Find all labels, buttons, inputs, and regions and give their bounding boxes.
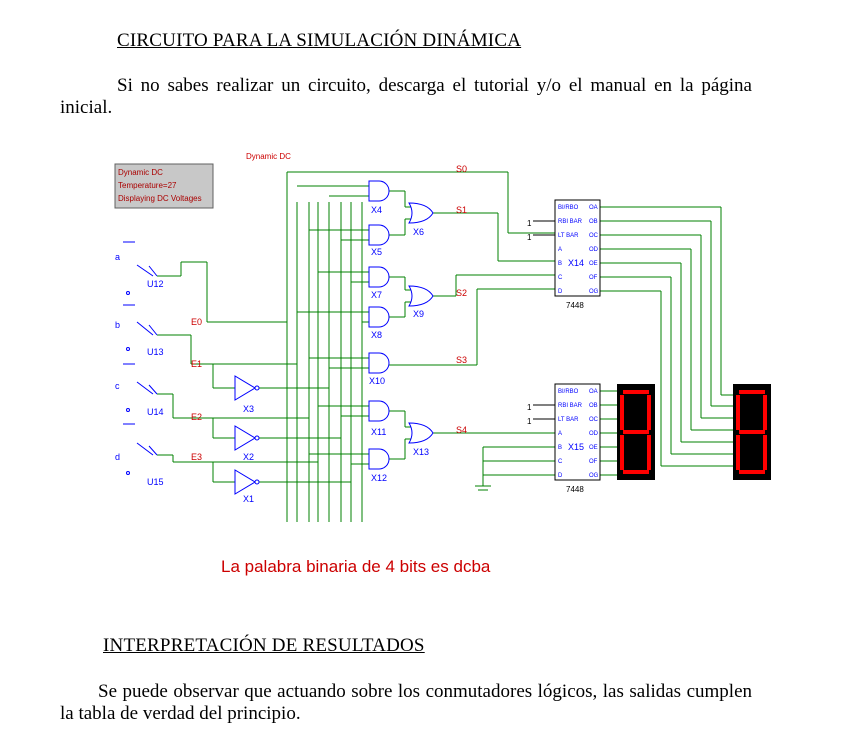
and-label-x8: X8 [371, 330, 382, 340]
intro-paragraph: Si no sabes realizar un circuito, descar… [60, 75, 752, 118]
decoder-x15: BI/RBO RBI BAR LT BAR A B C D OA OB OC O… [554, 383, 601, 494]
inverter-label-x1: X1 [243, 494, 254, 504]
net-label-s1: S1 [456, 205, 467, 215]
svg-text:OG: OG [589, 289, 599, 295]
and-label-x10: X10 [369, 376, 385, 386]
switch-label-u14: U14 [147, 407, 164, 417]
decoder-ref-x15: X15 [568, 442, 584, 452]
svg-text:RBI BAR: RBI BAR [558, 219, 583, 225]
svg-text:1: 1 [527, 219, 532, 228]
and-label-x7: X7 [371, 290, 382, 300]
net-label-s4: S4 [456, 425, 467, 435]
svg-text:OB: OB [589, 403, 598, 409]
switches [123, 241, 158, 475]
decoder-part-2: 7448 [566, 485, 584, 494]
seven-segment-display-2 [733, 384, 771, 480]
svg-text:OC: OC [589, 417, 599, 423]
switch-letter-b: b [115, 320, 120, 330]
svg-text:OB: OB [589, 219, 598, 225]
svg-text:OC: OC [589, 233, 599, 239]
info-line-2: Temperature=27 [118, 181, 177, 190]
svg-text:A: A [558, 247, 562, 253]
svg-text:OA: OA [589, 389, 598, 395]
svg-text:OD: OD [589, 431, 599, 437]
svg-text:C: C [558, 275, 563, 281]
svg-text:1: 1 [527, 403, 532, 412]
inverters [234, 375, 260, 495]
and-label-x5: X5 [371, 247, 382, 257]
circuit-schematic: Dynamic DC Temperature=27 Displaying DC … [114, 152, 771, 576]
decoder-ref-x14: X14 [568, 258, 584, 268]
switch-letter-a: a [115, 252, 120, 262]
or-gates [408, 202, 434, 444]
switch-label-u12: U12 [147, 279, 164, 289]
svg-text:RBI BAR: RBI BAR [558, 403, 583, 409]
net-label-e2: E2 [191, 412, 202, 422]
svg-text:LT BAR: LT BAR [558, 417, 579, 423]
and-gates [368, 180, 390, 470]
svg-text:1: 1 [527, 417, 532, 426]
svg-text:OF: OF [589, 275, 598, 281]
or-label-x6: X6 [413, 227, 424, 237]
svg-text:B: B [558, 261, 562, 267]
svg-text:D: D [558, 473, 563, 479]
net-label-e1: E1 [191, 359, 202, 369]
svg-text:D: D [558, 289, 563, 295]
and-label-x12: X12 [371, 473, 387, 483]
or-label-x13: X13 [413, 447, 429, 457]
svg-text:OF: OF [589, 459, 598, 465]
circuit-figure: Dynamic DC Temperature=27 Displaying DC … [113, 142, 781, 597]
switch-letter-c: c [115, 381, 120, 391]
svg-text:OG: OG [589, 473, 599, 479]
svg-text:B: B [558, 445, 562, 451]
svg-text:C: C [558, 459, 563, 465]
net-label-s0: S0 [456, 164, 467, 174]
seven-segment-display-1 [617, 384, 655, 480]
mode-label: Dynamic DC [246, 152, 291, 161]
svg-text:A: A [558, 431, 562, 437]
info-line-3: Displaying DC Voltages [118, 194, 202, 203]
svg-text:1: 1 [527, 233, 532, 242]
switch-label-u15: U15 [147, 477, 164, 487]
svg-text:BI/RBO: BI/RBO [558, 205, 579, 211]
inverter-label-x3: X3 [243, 404, 254, 414]
svg-text:OA: OA [589, 205, 598, 211]
svg-text:BI/RBO: BI/RBO [558, 389, 579, 395]
decoder-part-1: 7448 [566, 301, 584, 310]
and-label-x11: X11 [371, 427, 386, 437]
svg-text:LT BAR: LT BAR [558, 233, 579, 239]
switch-letter-d: d [115, 452, 120, 462]
inverter-label-x2: X2 [243, 452, 254, 462]
info-line-1: Dynamic DC [118, 168, 163, 177]
svg-text:OD: OD [589, 247, 599, 253]
net-label-e0: E0 [191, 317, 202, 327]
svg-text:OE: OE [589, 261, 598, 267]
results-paragraph: Se puede observar que actuando sobre los… [60, 681, 752, 724]
or-label-x9: X9 [413, 309, 424, 319]
net-label-s2: S2 [456, 288, 467, 298]
switch-label-u13: U13 [147, 347, 164, 357]
section-heading-results: INTERPRETACIÓN DE RESULTADOS [103, 635, 425, 656]
info-box: Dynamic DC Temperature=27 Displaying DC … [114, 163, 214, 209]
figure-caption: La palabra binaria de 4 bits es dcba [221, 557, 491, 576]
net-label-s3: S3 [456, 355, 467, 365]
svg-text:OE: OE [589, 445, 598, 451]
and-label-x4: X4 [371, 205, 382, 215]
net-label-e3: E3 [191, 452, 202, 462]
wires [157, 171, 733, 522]
section-heading-circuit: CIRCUITO PARA LA SIMULACIÓN DINÁMICA [117, 30, 522, 51]
decoder-x14: BI/RBO RBI BAR LT BAR A B C D OA OB OC O… [554, 199, 601, 310]
